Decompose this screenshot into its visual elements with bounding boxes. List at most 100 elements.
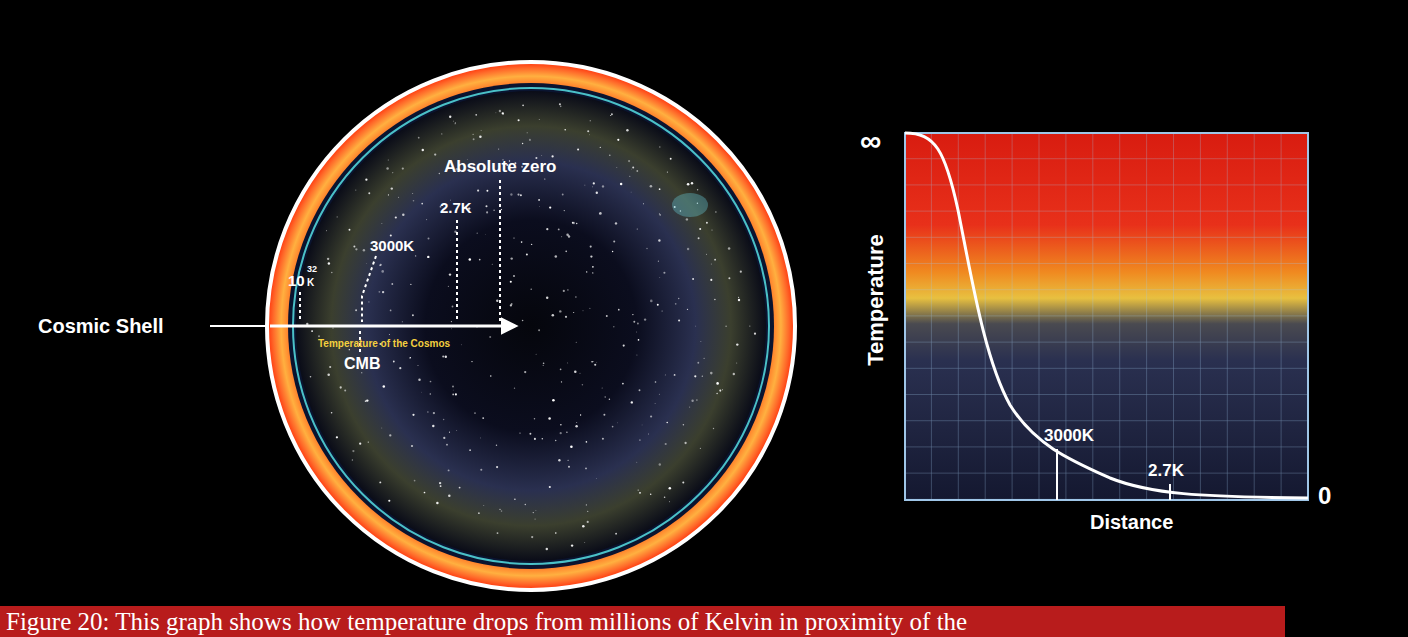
tick-label: 3000K — [1044, 427, 1094, 444]
star — [594, 364, 596, 366]
star — [675, 303, 677, 305]
star — [632, 314, 633, 315]
star — [383, 385, 386, 388]
star — [402, 214, 404, 216]
star — [609, 398, 610, 399]
star — [480, 437, 482, 439]
star — [586, 504, 587, 505]
star — [629, 176, 630, 177]
star — [511, 303, 513, 305]
star — [613, 240, 615, 242]
tick-3000k — [1056, 449, 1058, 500]
star — [514, 499, 516, 501]
star — [469, 449, 471, 451]
star — [482, 417, 484, 419]
star — [448, 494, 451, 497]
star — [570, 445, 573, 448]
star — [355, 190, 356, 191]
star — [585, 467, 587, 469]
star — [706, 254, 707, 255]
star — [639, 389, 641, 391]
star — [611, 113, 613, 115]
axis-max: ∞ — [860, 126, 881, 156]
star — [418, 137, 420, 139]
star — [580, 414, 581, 415]
star — [561, 236, 563, 238]
star — [560, 369, 562, 371]
star — [586, 271, 587, 272]
star — [669, 501, 671, 503]
star — [572, 222, 574, 224]
star — [328, 262, 330, 264]
star — [448, 286, 449, 287]
shell-label: Cosmic Shell — [38, 316, 164, 336]
star — [662, 310, 663, 311]
star — [725, 326, 727, 328]
star — [492, 264, 493, 265]
star — [379, 481, 381, 483]
star — [582, 525, 585, 528]
star — [604, 396, 606, 398]
star — [366, 263, 368, 265]
temperature-label: 10 — [288, 273, 305, 288]
star — [325, 230, 327, 232]
star — [692, 278, 694, 280]
star — [510, 281, 512, 283]
star — [311, 330, 313, 332]
star — [389, 334, 390, 335]
star — [496, 466, 498, 468]
star — [446, 444, 448, 446]
star — [546, 548, 548, 550]
star — [633, 321, 635, 323]
star — [366, 399, 368, 401]
star — [636, 461, 638, 463]
star — [654, 403, 656, 405]
star — [716, 393, 717, 394]
star — [687, 248, 689, 250]
star — [683, 424, 685, 426]
star — [713, 428, 714, 429]
star — [517, 194, 519, 196]
star — [555, 255, 557, 257]
star — [643, 203, 644, 204]
star — [514, 388, 515, 389]
star — [606, 315, 608, 317]
star — [395, 216, 397, 218]
star — [388, 500, 390, 502]
star — [596, 477, 598, 479]
axis-zero: 0 — [1318, 484, 1331, 508]
star — [630, 191, 632, 193]
star — [563, 290, 565, 292]
star — [399, 367, 401, 369]
star — [582, 384, 584, 386]
star — [555, 532, 557, 534]
star — [697, 189, 698, 190]
star — [513, 237, 514, 238]
star — [617, 422, 619, 424]
star — [331, 272, 333, 274]
star — [497, 532, 499, 534]
tick-2-7k — [1169, 484, 1171, 500]
star — [524, 371, 526, 373]
star — [703, 358, 704, 359]
star — [639, 492, 641, 494]
star — [526, 253, 528, 255]
star — [568, 460, 569, 461]
star — [499, 110, 501, 112]
star — [529, 433, 531, 435]
star — [427, 411, 429, 413]
star — [529, 139, 531, 141]
star — [644, 318, 646, 320]
star — [650, 493, 651, 494]
star — [622, 383, 624, 385]
star — [706, 222, 708, 224]
star — [378, 291, 380, 293]
star — [456, 429, 458, 431]
star — [566, 234, 569, 237]
star — [728, 247, 731, 250]
star — [587, 511, 588, 512]
star — [522, 143, 523, 144]
star — [496, 444, 497, 445]
star — [678, 298, 679, 299]
star — [522, 104, 524, 106]
